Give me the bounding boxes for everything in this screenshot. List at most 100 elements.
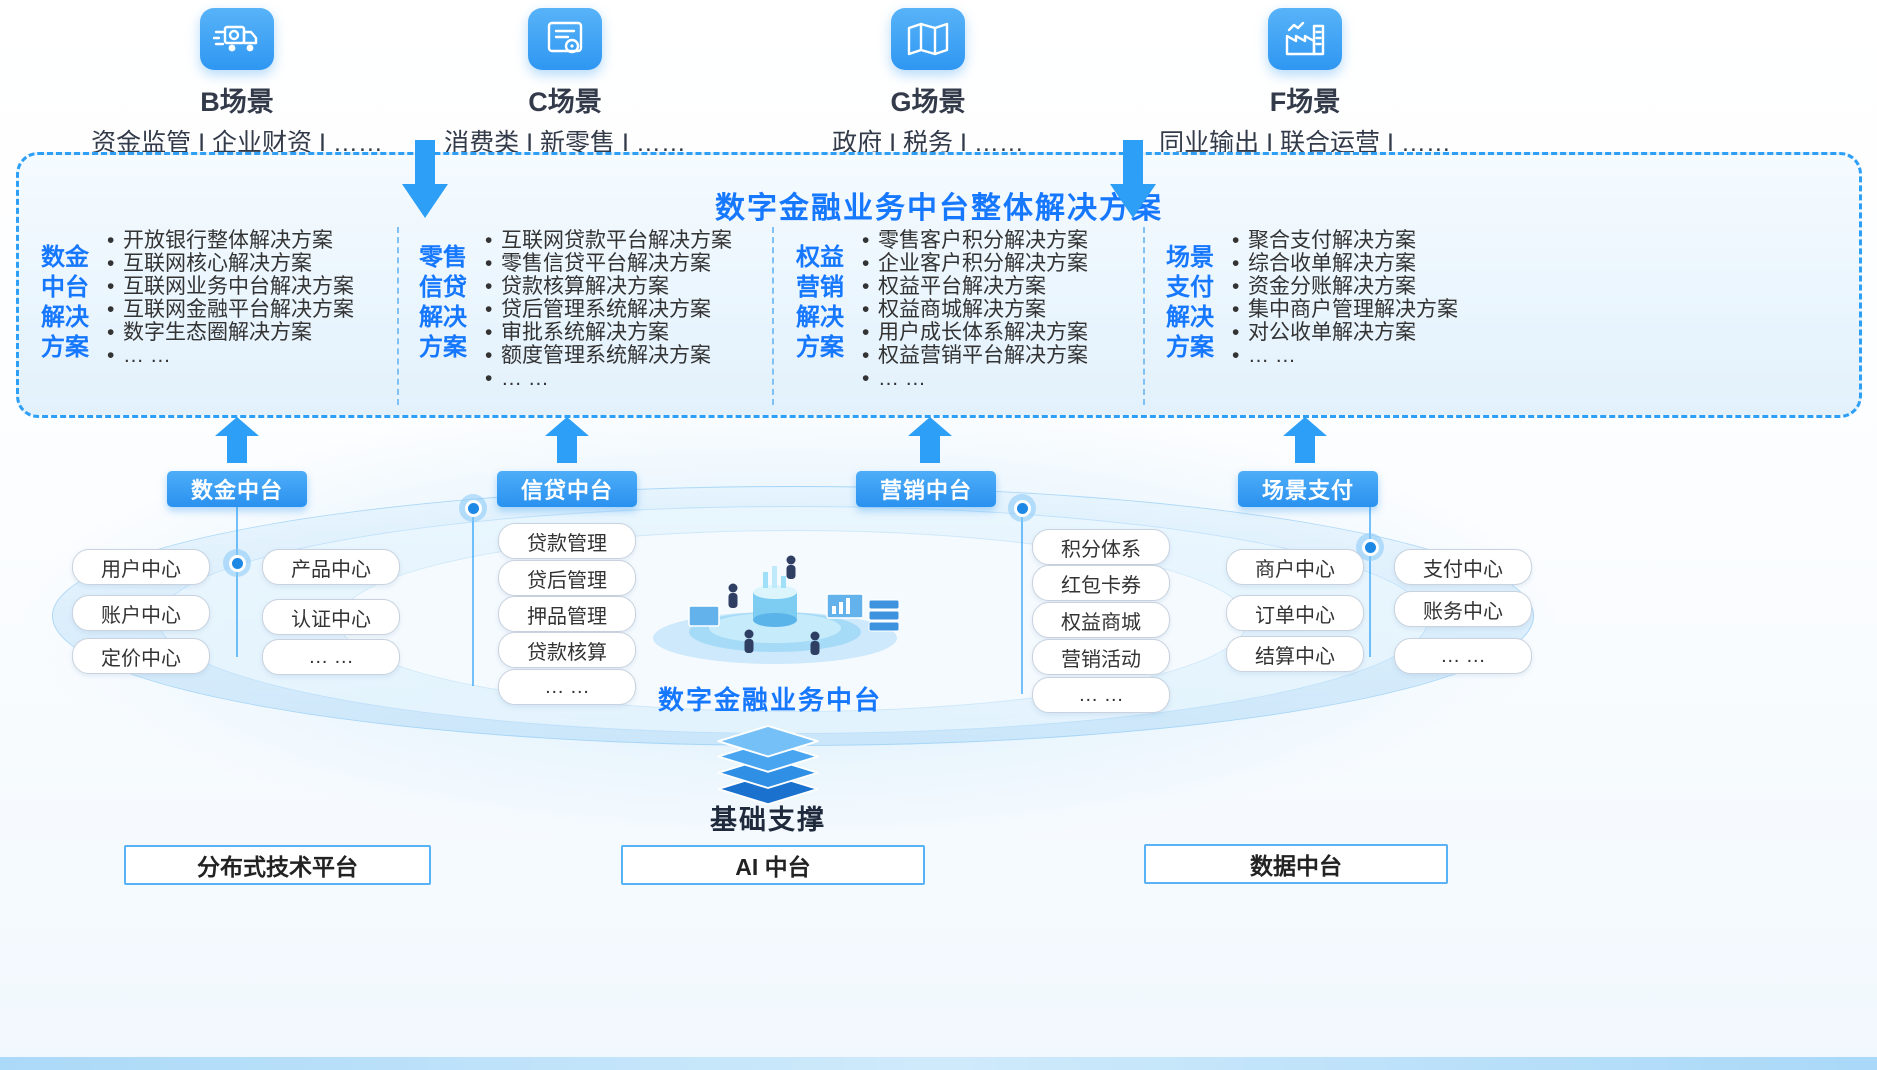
solution-item: 企业客户积分解决方案	[860, 252, 1088, 275]
scenario-title: F场景	[1269, 87, 1341, 117]
scenario-title: C场景	[528, 87, 602, 117]
connector-line	[236, 507, 238, 657]
solution-item: 额度管理系统解决方案	[483, 344, 732, 367]
solution-item-list: 开放银行整体解决方案 互联网核心解决方案 互联网业务中台解决方案 互联网金融平台…	[105, 229, 354, 367]
solution-item-list: 零售客户积分解决方案 企业客户积分解决方案 权益平台解决方案 权益商城解决方案 …	[860, 229, 1088, 390]
solution-column-shujin: 数金 中台 解决 方案 开放银行整体解决方案 互联网核心解决方案 互联网业务中台…	[39, 229, 354, 367]
capability-pill: 订单中心	[1226, 595, 1364, 631]
up-arrow-icon	[908, 417, 952, 463]
platform-button-zhifu: 场景支付	[1238, 471, 1378, 507]
capability-pill: 账户中心	[72, 595, 210, 631]
bottom-accent-strip	[0, 1057, 1877, 1070]
capability-pill: … …	[1032, 677, 1170, 713]
capability-pill: 贷款管理	[498, 523, 636, 559]
capability-pill: 账务中心	[1394, 591, 1532, 627]
foundation-box-distributed-platform: 分布式技术平台	[124, 845, 431, 885]
solution-item: 贷后管理系统解决方案	[483, 298, 732, 321]
connector-dot-core	[1013, 499, 1031, 517]
capability-pill: 支付中心	[1394, 549, 1532, 585]
solution-item: 权益商城解决方案	[860, 298, 1088, 321]
connector-line	[1369, 507, 1371, 657]
foundation-label: 基础支撑	[710, 805, 826, 835]
solution-item: … …	[1230, 344, 1458, 367]
capability-pill: 产品中心	[262, 549, 400, 585]
connector-dot-core	[228, 554, 246, 572]
scenario-icon-tile	[200, 8, 274, 70]
down-arrow-icon	[1110, 140, 1156, 218]
solution-column-xindai: 零售 信贷 解决 方案 互联网贷款平台解决方案 零售信贷平台解决方案 贷款核算解…	[417, 229, 732, 390]
scenario-group-f: F场景 同业输出 I 联合运营 I ……	[1075, 8, 1535, 159]
solution-item: 聚合支付解决方案	[1230, 229, 1458, 252]
foundation-box-data-platform: 数据中台	[1144, 844, 1448, 884]
scenario-title: B场景	[200, 87, 274, 117]
connector-dot	[223, 549, 251, 577]
capability-pill: 商户中心	[1226, 549, 1364, 585]
column-label: 场景 支付 解决 方案	[1166, 244, 1214, 361]
capability-pill: 定价中心	[72, 638, 210, 674]
platform-button-yingxiao: 营销中台	[856, 471, 996, 507]
column-separator	[772, 227, 774, 405]
capability-pill: 认证中心	[262, 599, 400, 635]
solution-item: 权益平台解决方案	[860, 275, 1088, 298]
solution-item: 互联网核心解决方案	[105, 252, 354, 275]
connector-dot-core	[464, 499, 482, 517]
column-label: 零售 信贷 解决 方案	[419, 244, 467, 361]
solution-item: 用户成长体系解决方案	[860, 321, 1088, 344]
connector-dot	[459, 494, 487, 522]
connector-line	[1021, 508, 1023, 694]
solution-item: 贷款核算解决方案	[483, 275, 732, 298]
scenario-icon-tile	[1268, 8, 1342, 70]
capability-pill: 押品管理	[498, 596, 636, 632]
solution-item: 权益营销平台解决方案	[860, 344, 1088, 367]
solution-column-zhifu: 场景 支付 解决 方案 聚合支付解决方案 综合收单解决方案 资金分账解决方案 集…	[1164, 229, 1458, 367]
platform-button-xindai: 信贷中台	[497, 471, 637, 507]
platform-button-shujin: 数金中台	[167, 471, 307, 507]
factory-icon	[1285, 21, 1325, 56]
solution-item: 对公收单解决方案	[1230, 321, 1458, 344]
layers-stack-icon	[717, 724, 819, 806]
column-label: 数金 中台 解决 方案	[41, 244, 89, 361]
capability-pill: 营销活动	[1032, 639, 1170, 675]
solution-item: … …	[483, 367, 732, 390]
solution-item: 互联网业务中台解决方案	[105, 275, 354, 298]
solution-item: 审批系统解决方案	[483, 321, 732, 344]
capability-pill: … …	[1394, 638, 1532, 674]
scenario-group-c: C场景 消费类 I 新零售 I ……	[335, 8, 795, 159]
solution-item: … …	[105, 344, 354, 367]
foundation-box-ai-platform: AI 中台	[621, 845, 925, 885]
capability-pill: 积分体系	[1032, 529, 1170, 565]
solution-item-list: 互联网贷款平台解决方案 零售信贷平台解决方案 贷款核算解决方案 贷后管理系统解决…	[483, 229, 732, 390]
capability-pill: … …	[262, 639, 400, 675]
center-platform-label: 数字金融业务中台	[657, 685, 882, 715]
solution-item: … …	[860, 367, 1088, 390]
solution-item: 互联网金融平台解决方案	[105, 298, 354, 321]
solution-item: 数字生态圈解决方案	[105, 321, 354, 344]
capability-pill: 红包卡券	[1032, 565, 1170, 601]
connector-dot-core	[1361, 538, 1379, 556]
panel-title: 数字金融业务中台整体解决方案	[715, 192, 1163, 225]
receipt-icon	[547, 21, 583, 54]
scenario-icon-tile	[891, 8, 965, 70]
platform-illustration	[653, 555, 900, 664]
column-label: 权益 营销 解决 方案	[796, 244, 844, 361]
solution-item: 互联网贷款平台解决方案	[483, 229, 732, 252]
capability-pill: 用户中心	[72, 549, 210, 585]
capability-pill: 贷后管理	[498, 560, 636, 596]
truck-icon	[213, 25, 258, 52]
solution-column-yingxiao: 权益 营销 解决 方案 零售客户积分解决方案 企业客户积分解决方案 权益平台解决…	[794, 229, 1088, 390]
solution-item: 零售信贷平台解决方案	[483, 252, 732, 275]
solution-item: 资金分账解决方案	[1230, 275, 1458, 298]
capability-pill: 权益商城	[1032, 602, 1170, 638]
solution-item-list: 聚合支付解决方案 综合收单解决方案 资金分账解决方案 集中商户管理解决方案 对公…	[1230, 229, 1458, 367]
capability-pill: … …	[498, 669, 636, 705]
up-arrow-icon	[545, 417, 589, 463]
connector-dot	[1008, 494, 1036, 522]
down-arrow-icon	[402, 140, 448, 218]
solution-item: 集中商户管理解决方案	[1230, 298, 1458, 321]
capability-pill: 结算中心	[1226, 636, 1364, 672]
solution-item: 零售客户积分解决方案	[860, 229, 1088, 252]
up-arrow-icon	[1283, 417, 1327, 463]
connector-line	[472, 508, 474, 686]
column-separator	[1143, 227, 1145, 405]
